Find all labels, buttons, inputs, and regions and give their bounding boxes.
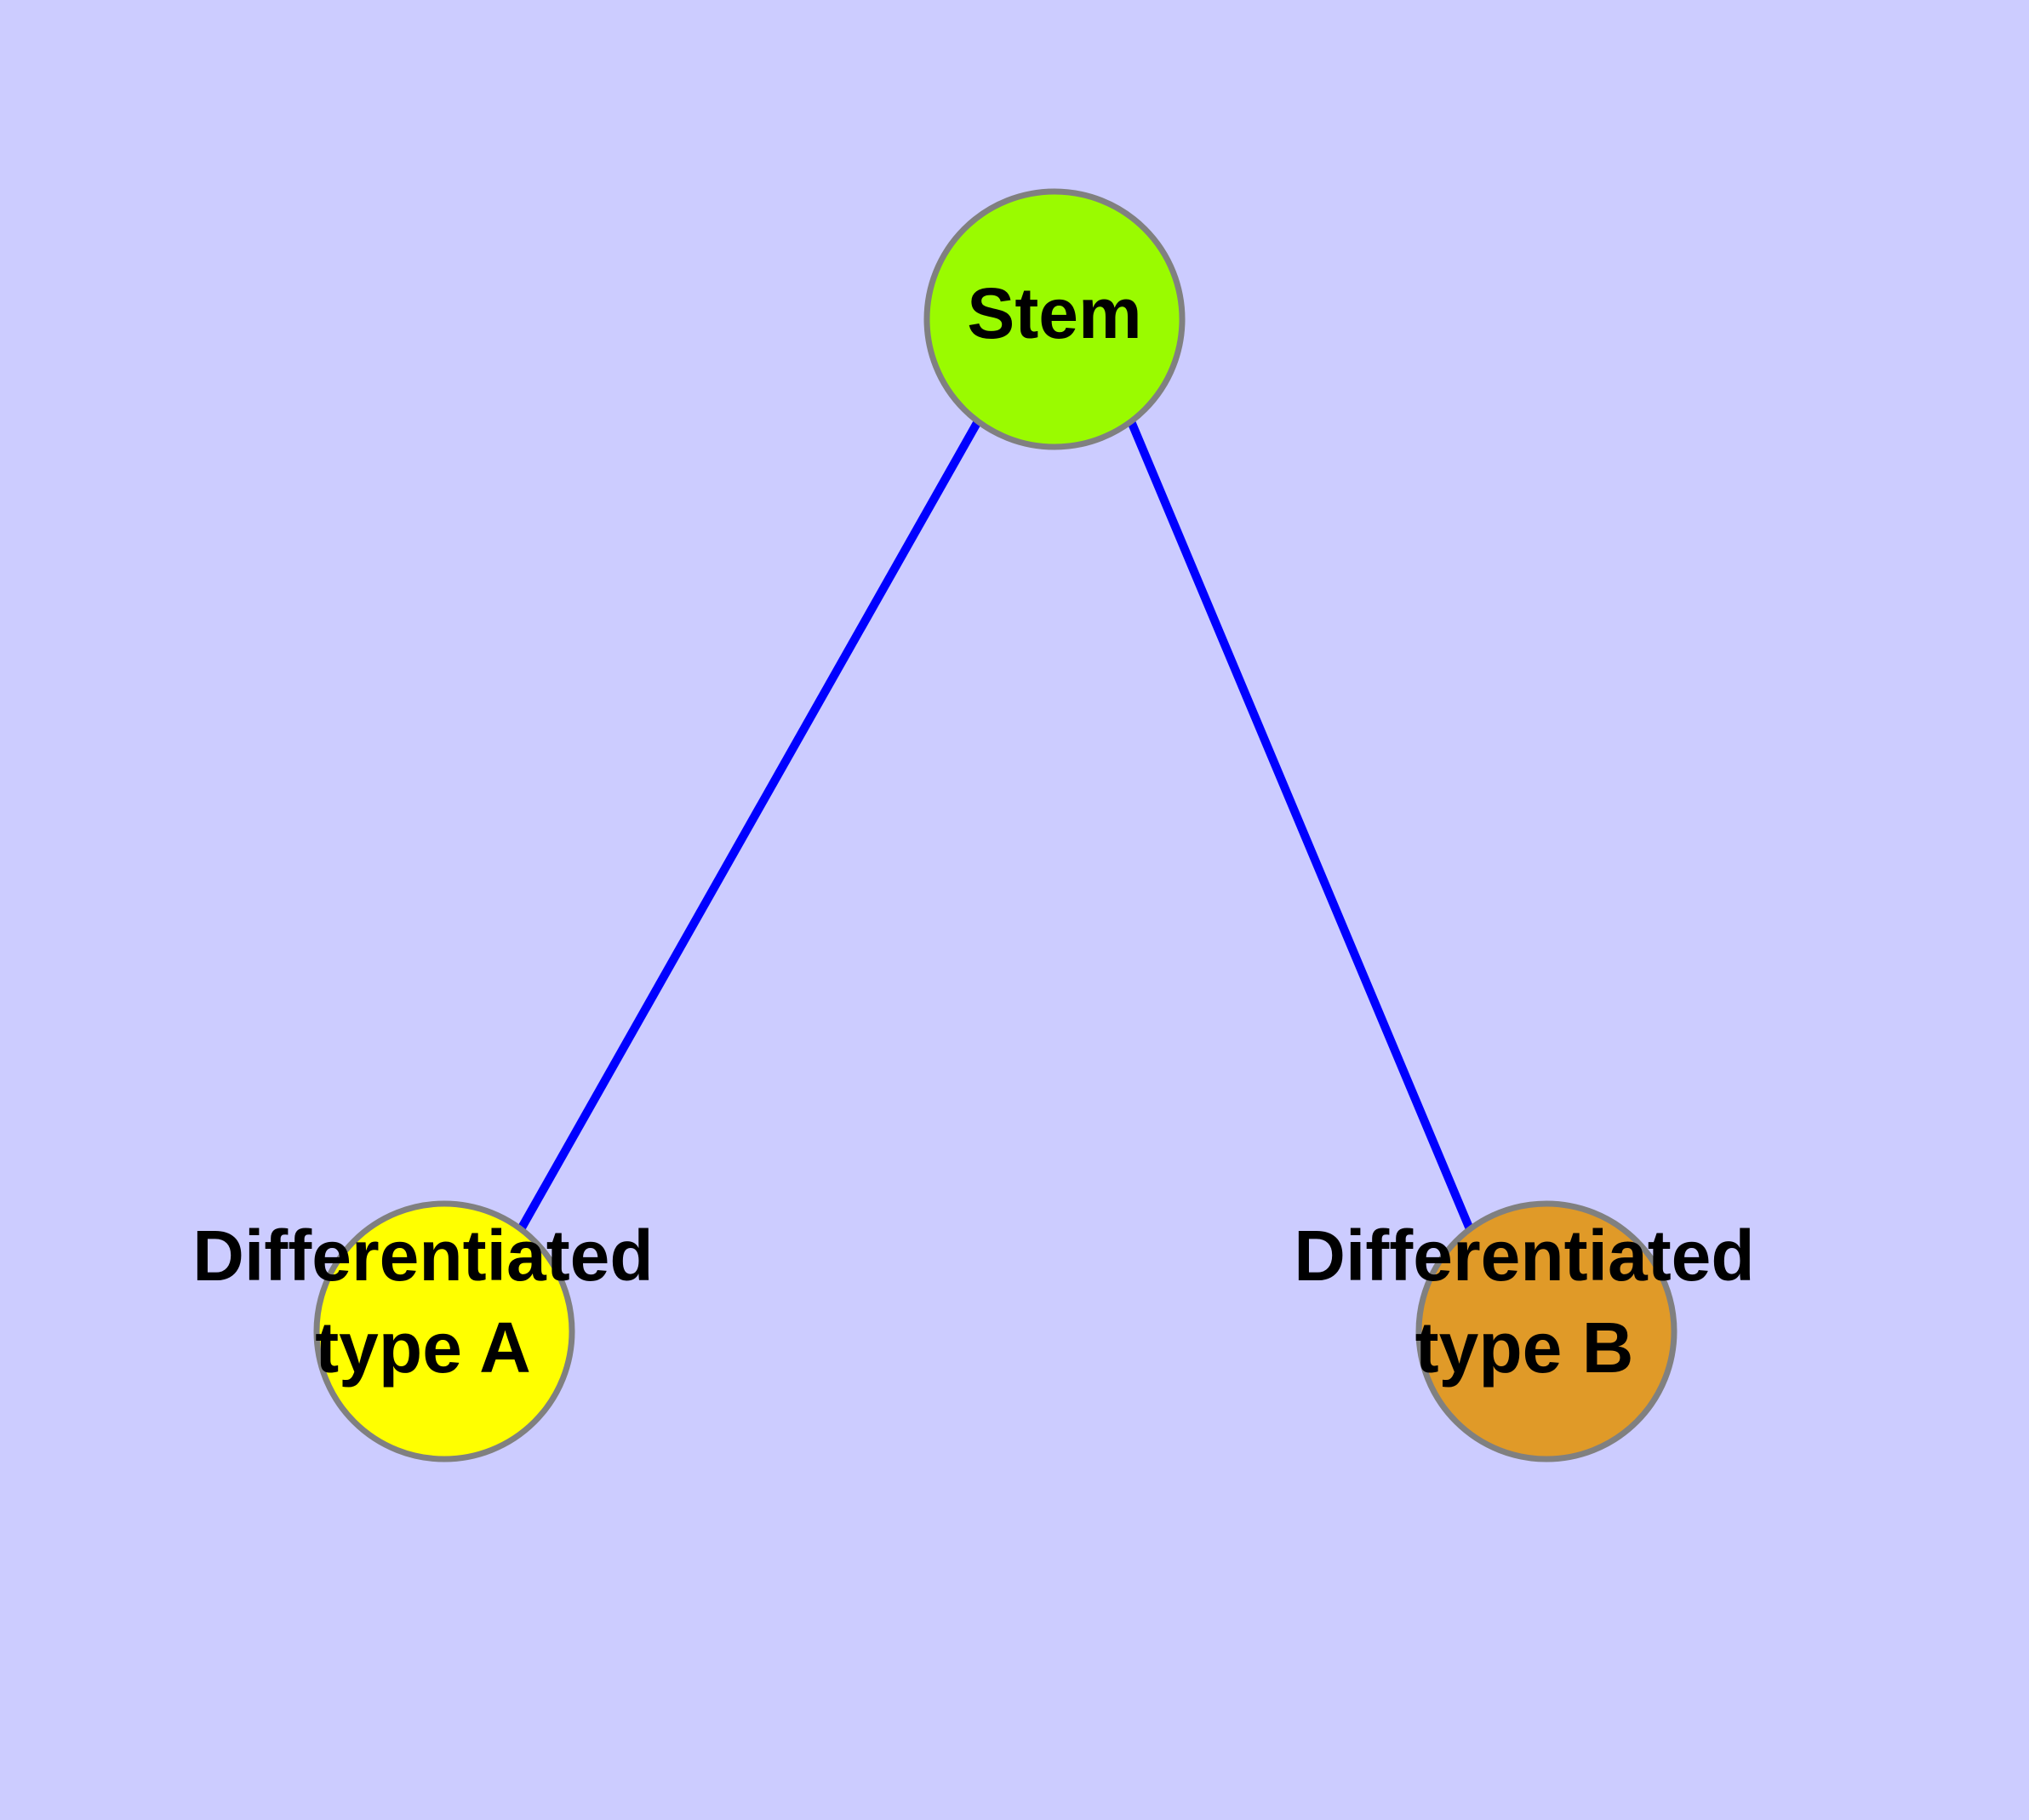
label-line: type A xyxy=(315,1308,531,1388)
nodes-group: Stem Differentiated type A Differentiated… xyxy=(192,188,1755,1462)
node-stem[interactable]: Stem xyxy=(923,188,1186,450)
node-differentiated-type-a[interactable]: Differentiated type A xyxy=(192,1200,654,1462)
label-line: Differentiated xyxy=(192,1216,653,1296)
label-line: type B xyxy=(1415,1308,1634,1388)
edges-group xyxy=(517,419,1474,1232)
node-differentiated-type-b[interactable]: Differentiated type B xyxy=(1294,1200,1755,1462)
node-differentiated-type-b-circle[interactable] xyxy=(1415,1200,1677,1462)
label-line: Stem xyxy=(967,273,1141,353)
edge-stem-to-type-b[interactable] xyxy=(1127,420,1474,1231)
node-stem-circle[interactable] xyxy=(923,188,1186,450)
node-differentiated-type-b-label: Differentiated type B xyxy=(1294,1216,1754,1388)
edge-stem-to-type-a[interactable] xyxy=(517,419,982,1232)
node-differentiated-type-a-label: Differentiated type A xyxy=(192,1216,653,1388)
node-stem-label: Stem xyxy=(967,273,1141,353)
label-line: Differentiated xyxy=(1294,1216,1754,1296)
node-differentiated-type-a-circle[interactable] xyxy=(313,1200,575,1462)
